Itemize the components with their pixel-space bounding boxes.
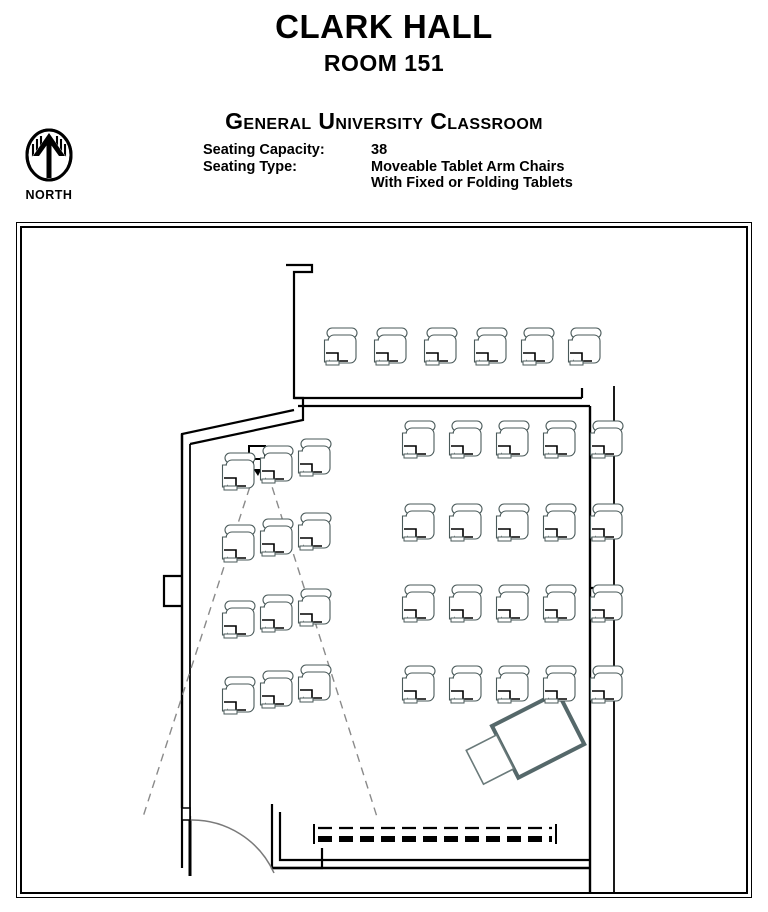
seat-chair: [448, 503, 483, 542]
seat-chair: [495, 584, 530, 623]
seating-type-row: Seating Type: Moveable Tablet Arm Chairs: [203, 159, 573, 176]
seat-chair: [520, 327, 555, 366]
seating-capacity-row: Seating Capacity: 38: [203, 142, 573, 159]
seat-chair: [401, 665, 436, 704]
frame-outer-border: [16, 222, 752, 898]
seat-chair: [297, 512, 332, 551]
seat-chair: [542, 584, 577, 623]
classroom-type-heading: General University Classroom: [225, 108, 543, 134]
seating-type-value-line2: With Fixed or Folding Tablets: [371, 175, 573, 191]
seat-chair: [423, 327, 458, 366]
seating-capacity-value: 38: [371, 142, 388, 158]
seating-type-value: Moveable Tablet Arm Chairs: [371, 158, 565, 175]
room-walls: [162, 263, 615, 892]
room-info-block: Seating Capacity: 38 Seating Type: Movea…: [203, 142, 573, 192]
seat-chair: [589, 584, 624, 623]
seat-chair: [473, 327, 508, 366]
seat-chair: [221, 524, 256, 563]
seat-chair: [297, 588, 332, 627]
seat-chair: [495, 665, 530, 704]
seat-chair: [542, 503, 577, 542]
instructor-chair: [465, 733, 515, 786]
seat-chair: [259, 670, 294, 709]
seating-type-label: Seating Type:: [203, 158, 297, 175]
floor-plan-drawing: [141, 263, 624, 892]
compass-label: NORTH: [25, 188, 73, 202]
entry-door: [181, 807, 275, 876]
seat-chair: [259, 594, 294, 633]
seat-chair: [542, 665, 577, 704]
seat-chair: [259, 518, 294, 557]
seat-chair: [297, 664, 332, 703]
right-seating-group: [323, 327, 624, 704]
seat-chair: [401, 584, 436, 623]
seat-chair: [448, 420, 483, 459]
floor-plan-frame: [16, 222, 752, 898]
instructor-station: [465, 689, 587, 786]
seat-chair: [221, 676, 256, 715]
sheet-header: CLARK HALL ROOM 151 General University C…: [0, 0, 768, 218]
seat-chair: [589, 665, 624, 704]
seat-chair: [589, 503, 624, 542]
compass-rose: NORTH: [18, 128, 80, 202]
seat-chair: [297, 438, 332, 477]
seat-chair: [495, 503, 530, 542]
seat-chair: [323, 327, 358, 366]
north-compass-icon: [25, 128, 73, 182]
projection-screen: [313, 824, 557, 844]
seat-chair: [221, 600, 256, 639]
seat-chair: [401, 420, 436, 459]
projection-cone: [141, 473, 379, 821]
seat-chair: [221, 452, 256, 491]
room-title: ROOM 151: [323, 50, 445, 76]
seat-chair: [373, 327, 408, 366]
seat-chair: [495, 420, 530, 459]
seat-chair: [567, 327, 602, 366]
seat-chair: [448, 665, 483, 704]
seating-capacity-label: Seating Capacity:: [203, 142, 325, 158]
seat-chair: [401, 503, 436, 542]
seat-chair: [589, 420, 624, 459]
seat-chair: [259, 445, 294, 484]
building-title: CLARK HALL: [275, 8, 493, 45]
seat-chair: [542, 420, 577, 459]
left-seating-group: [221, 438, 332, 715]
seat-chair: [448, 584, 483, 623]
